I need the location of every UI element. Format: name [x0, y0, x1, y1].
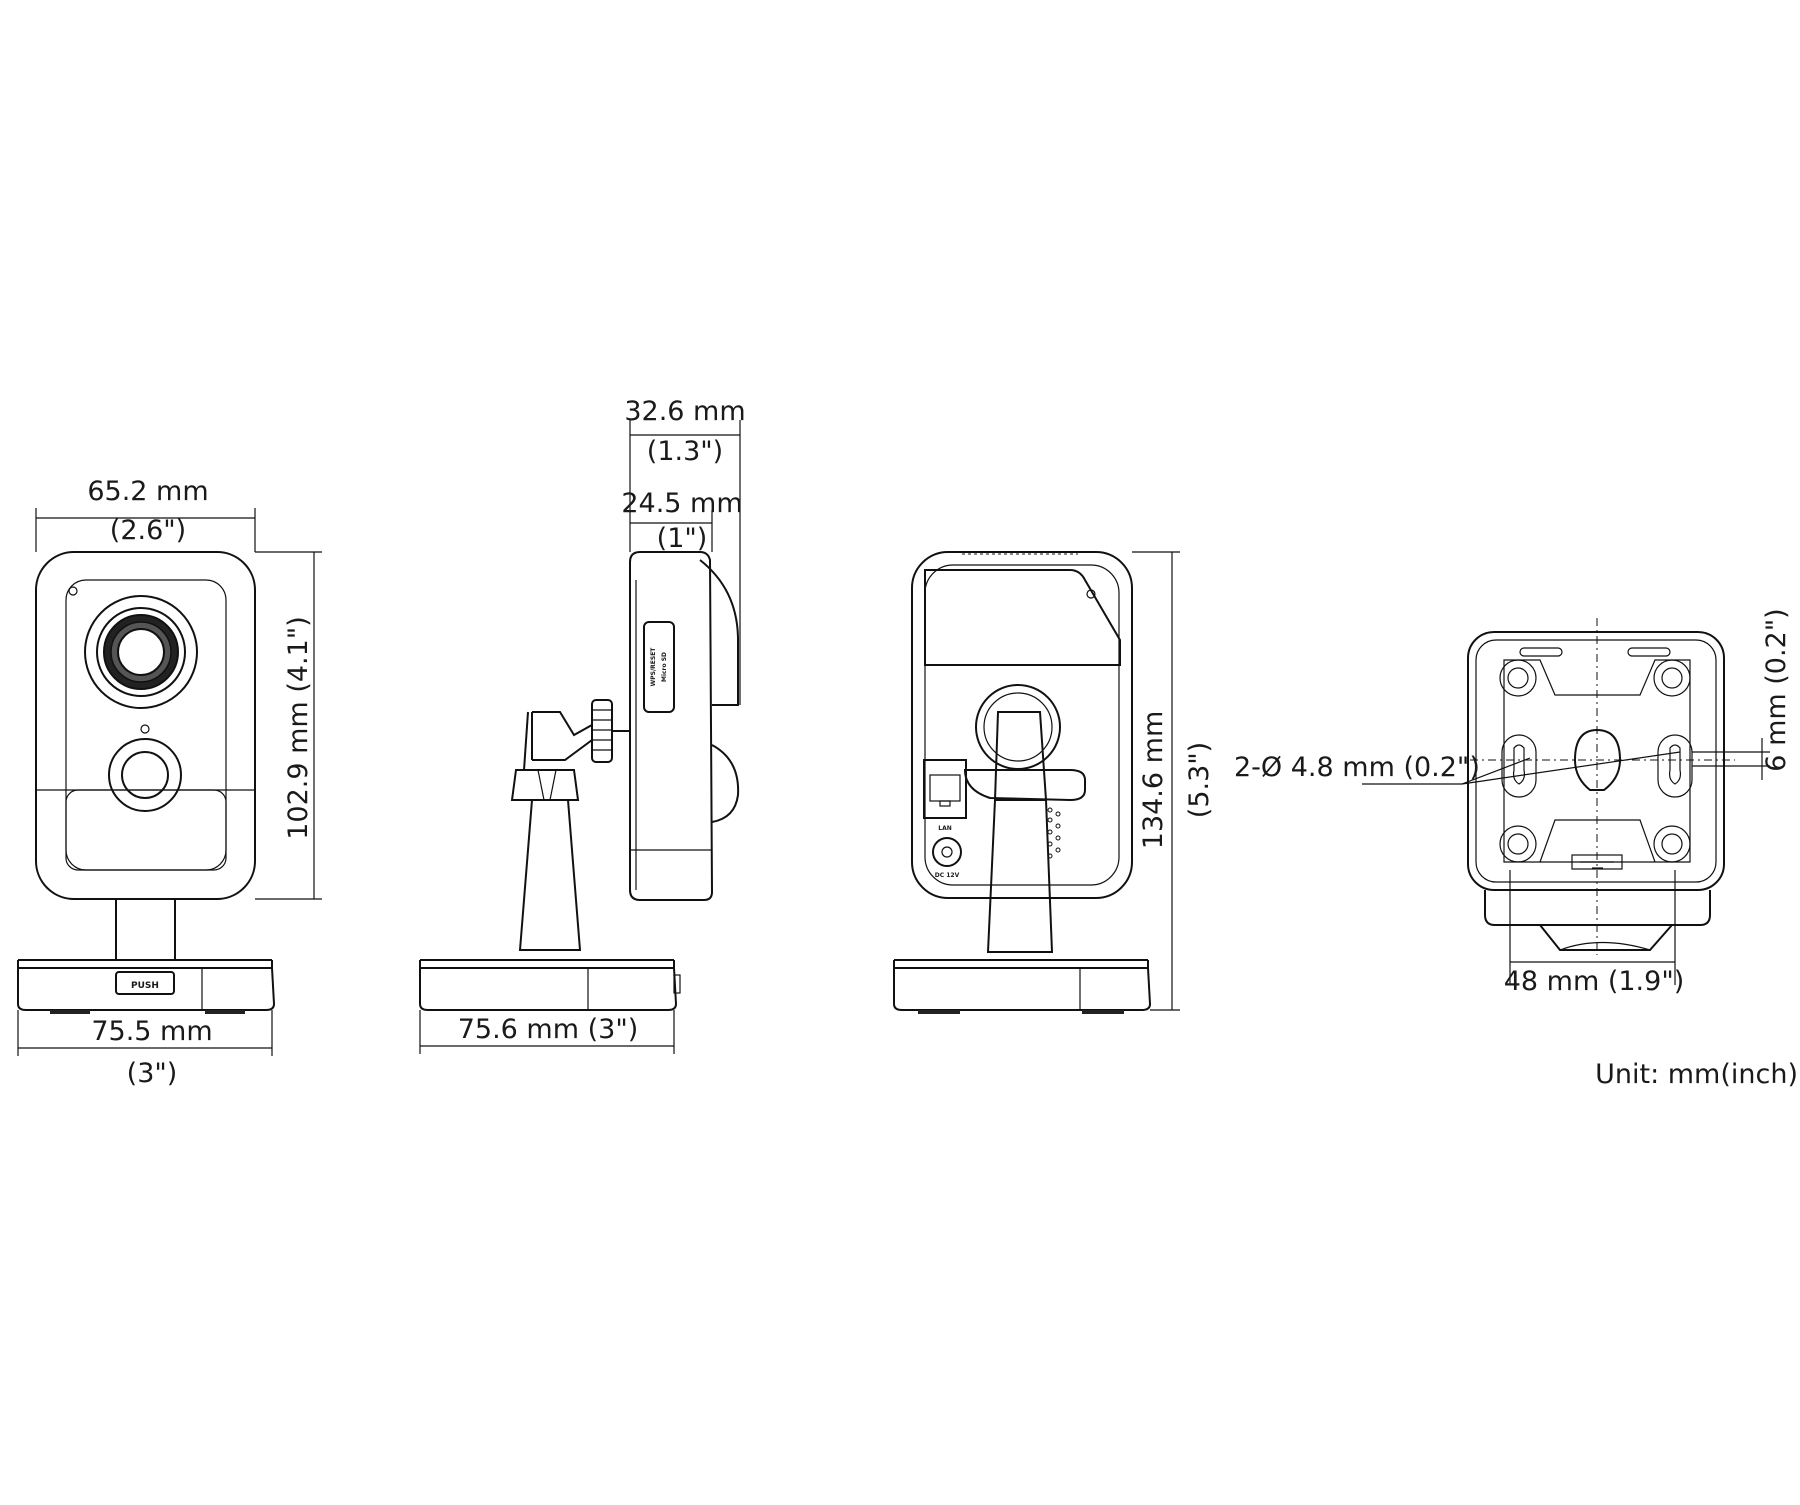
dc-label: DC 12V — [935, 872, 960, 879]
lan-port-icon — [923, 759, 967, 819]
slot-label-1: WPS/RESET — [650, 647, 657, 687]
side-base — [419, 967, 678, 1011]
rear-arm — [963, 769, 1086, 802]
rear-view: LAN DC 12V 134.6 mm (5.3") — [893, 551, 1215, 1014]
dc-port-icon — [932, 837, 962, 867]
front-body-outline — [35, 551, 256, 900]
bottom-view: 6 mm (0.2") 2-Ø 4.8 mm (0.2") 48 mm (1.9… — [1234, 608, 1792, 997]
spacing-label: 48 mm (1.9") — [1504, 966, 1685, 997]
rear-base — [893, 967, 1152, 1011]
front-base — [17, 967, 276, 1011]
side-body-outline — [629, 551, 714, 901]
lens-icon — [84, 595, 198, 709]
side-base-label: 75.6 mm (3") — [458, 1014, 639, 1045]
rear-height-mm: 134.6 mm — [1138, 711, 1169, 849]
front-width-mm: 65.2 mm — [87, 476, 208, 507]
side-view: WPS/RESET Micro SD 32.6 mm — [419, 396, 746, 1054]
keyhole-right-icon — [1657, 734, 1693, 798]
push-button[interactable] — [115, 971, 175, 995]
rear-height-in: (5.3") — [1184, 742, 1215, 818]
lan-label: LAN — [938, 825, 952, 832]
side-arm — [532, 711, 593, 761]
side-depth-mm: 32.6 mm — [624, 396, 745, 427]
rear-pole — [986, 799, 1054, 953]
side-lens-bulge — [699, 559, 739, 706]
push-label: PUSH — [131, 981, 159, 991]
rear-hole-icon — [1086, 589, 1096, 599]
speaker-grille-icon — [1047, 807, 1061, 859]
sd-slot — [643, 621, 675, 713]
side-depth-in: (1.3") — [647, 436, 723, 467]
side-body-mm: 24.5 mm — [621, 488, 742, 519]
offset-label: 6 mm (0.2") — [1761, 608, 1792, 771]
pir-sensor-icon — [108, 738, 182, 812]
bottom-plate-outline — [1467, 631, 1725, 891]
mic-hole-icon — [68, 586, 78, 596]
slot-right — [1627, 647, 1671, 657]
slot-label-2: Micro SD — [661, 652, 668, 682]
slot-left — [1519, 647, 1563, 657]
bottom-lens-edge — [1539, 924, 1673, 951]
front-view: PUSH 65.2 mm (2.6") 102.9 mm (4.1") 75.5… — [17, 476, 322, 1089]
indicator-led-icon — [140, 724, 150, 734]
bottom-clip — [1571, 854, 1623, 870]
front-width-in: (2.6") — [110, 515, 186, 546]
rear-mount-ball-icon — [975, 684, 1061, 770]
front-neck — [115, 900, 176, 961]
front-base-mm: 75.5 mm — [91, 1016, 212, 1047]
unit-label: Unit: mm(inch) — [1595, 1059, 1798, 1090]
front-base-in: (3") — [127, 1058, 178, 1089]
corner-screws — [1499, 659, 1691, 863]
mount-knob-icon — [591, 699, 630, 763]
front-height-label: 102.9 mm (4.1") — [283, 616, 314, 840]
side-clamp — [510, 769, 580, 801]
rear-label-area — [924, 569, 1121, 666]
front-lower-panel — [65, 789, 227, 871]
side-body-in: (1") — [657, 523, 708, 554]
keyhole-left-icon — [1501, 734, 1537, 798]
side-pir-bulge — [711, 744, 740, 823]
side-pole — [518, 799, 582, 951]
hole-label: 2-Ø 4.8 mm (0.2") — [1234, 752, 1480, 783]
